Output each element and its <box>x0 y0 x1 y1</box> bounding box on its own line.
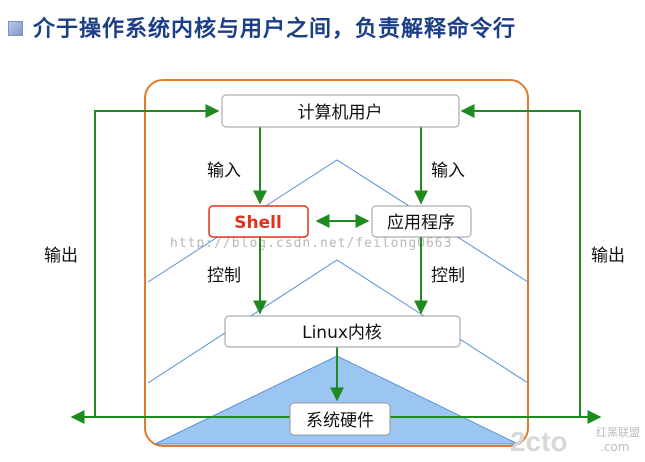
page-title: 介于操作系统内核与用户之间，负责解释命令行 <box>8 10 516 44</box>
input-label-left: 输入 <box>207 161 241 181</box>
shell-box <box>208 205 309 238</box>
input-label-right: 输入 <box>431 161 465 181</box>
hardware-box-label: 系统硬件 <box>306 411 374 431</box>
site-logo-main: 2cto <box>510 426 568 457</box>
user-box <box>221 94 460 128</box>
site-logo-domain: .com <box>600 440 629 454</box>
watermark-text: http://blog.csdn.net/feilong0663 <box>170 236 452 251</box>
kernel-box <box>224 315 461 348</box>
shell-box-label: Shell <box>234 213 282 233</box>
app-box-label: 应用程序 <box>387 213 455 233</box>
page-title-text: 介于操作系统内核与用户之间，负责解释命令行 <box>33 17 517 42</box>
lower-chevron-outline <box>147 259 529 384</box>
control-label-right: 控制 <box>431 266 465 286</box>
upper-chevron-outline <box>147 159 529 283</box>
square-bullet-icon <box>8 20 23 36</box>
arrow-output-right <box>460 104 581 417</box>
site-logo-sub: 红黑联盟 <box>596 426 640 439</box>
user-box-label: 计算机用户 <box>298 103 383 123</box>
hardware-box <box>289 402 391 436</box>
os-frame <box>144 79 529 447</box>
kernel-box-label: Linux内核 <box>302 323 382 343</box>
control-label-left: 控制 <box>207 266 241 286</box>
app-box <box>371 205 472 238</box>
output-label-right: 输出 <box>591 246 625 266</box>
output-label-left: 输出 <box>44 246 78 266</box>
arrow-output-left <box>94 104 220 417</box>
